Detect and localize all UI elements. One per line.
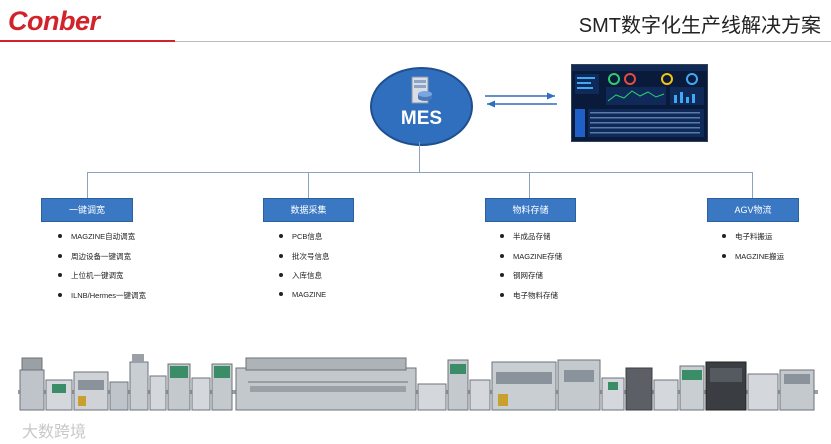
header-accent-bar (0, 40, 175, 42)
list-item: MAGZINE自动调宽 (58, 231, 146, 251)
list-item: PCB信息 (279, 231, 330, 251)
bullet-icon (500, 234, 504, 239)
bullet-icon (58, 273, 62, 278)
connector-drop-3 (529, 172, 530, 198)
list-item: 周边设备一键调宽 (58, 251, 146, 271)
bullet-icon (58, 253, 62, 258)
bullet-icon (58, 292, 62, 297)
bullet-icon (279, 253, 283, 258)
mes-label: MES (400, 108, 443, 129)
item-list-agv-logistics: 电子料搬运 MAGZINE搬运 (722, 231, 784, 270)
mes-node: MES (370, 67, 473, 146)
category-box-agv-logistics: AGV物流 (707, 198, 799, 222)
brand-logo: Conber (8, 6, 100, 36)
item-list-width-adjust: MAGZINE自动调宽 周边设备一键调宽 上位机一键调宽 ILNB/Hermes… (58, 231, 146, 309)
connector-trunk (419, 142, 420, 172)
server-icon (411, 76, 432, 104)
page-title: SMT数字化生产线解决方案 (578, 15, 821, 37)
category-box-data-collection: 数据采集 (263, 198, 354, 222)
list-item: MAGZINE存储 (500, 251, 562, 271)
bullet-icon (279, 273, 283, 278)
list-item: 批次号信息 (279, 251, 330, 271)
category-box-width-adjust: 一键调宽 (41, 198, 133, 222)
list-item: 上位机一键调宽 (58, 270, 146, 290)
list-item: MAGZINE搬运 (722, 251, 784, 271)
connector-drop-2 (308, 172, 309, 198)
bidirectional-arrows-icon (485, 92, 557, 108)
bullet-icon (500, 253, 504, 258)
item-list-data-collection: PCB信息 批次号信息 入库信息 MAGZINE (279, 231, 330, 309)
list-item: 入库信息 (279, 270, 330, 290)
dashboard-screenshot (571, 64, 708, 142)
list-item: 半成品存储 (500, 231, 562, 251)
smt-production-line-illustration (18, 354, 818, 411)
bullet-icon (500, 292, 504, 297)
bullet-icon (500, 273, 504, 278)
bullet-icon (279, 234, 283, 239)
list-item: 电子物料存储 (500, 290, 562, 310)
watermark: 大数跨境 (22, 424, 87, 441)
connector-drop-1 (87, 172, 88, 198)
connector-drop-4 (752, 172, 753, 198)
header-divider (0, 41, 831, 42)
category-box-material-storage: 物料存储 (485, 198, 576, 222)
bullet-icon (279, 291, 283, 296)
bullet-icon (58, 234, 62, 239)
item-list-material-storage: 半成品存储 MAGZINE存储 钢网存储 电子物料存储 (500, 231, 562, 309)
bullet-icon (722, 253, 726, 258)
bullet-icon (722, 234, 726, 239)
list-item: MAGZINE (279, 290, 330, 310)
connector-bus (87, 172, 753, 173)
list-item: ILNB/Hermes一键调宽 (58, 290, 146, 310)
list-item: 电子料搬运 (722, 231, 784, 251)
list-item: 钢网存储 (500, 270, 562, 290)
